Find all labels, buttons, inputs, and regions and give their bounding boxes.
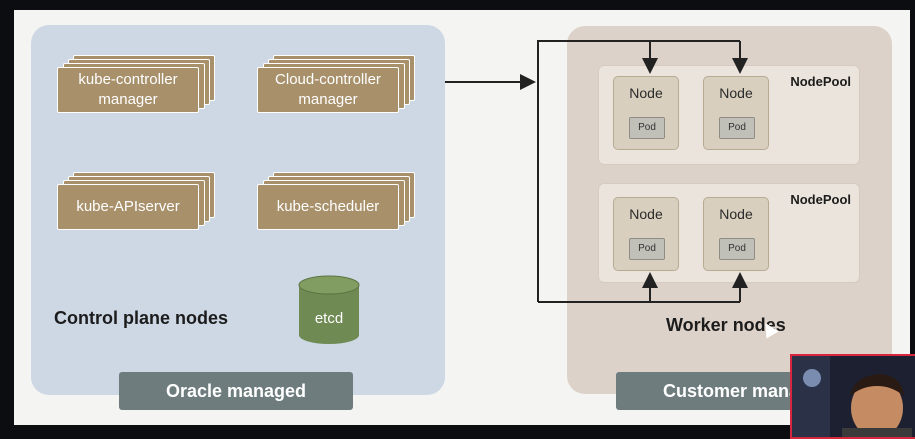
nodepool-1-label: NodePool: [790, 74, 851, 89]
etcd-cylinder: [298, 275, 360, 344]
pod-box: Pod: [629, 238, 665, 260]
kube-apiserver-label: kube-APIserver: [57, 184, 199, 230]
pod-box: Pod: [719, 117, 755, 139]
kube-apiserver-stack: kube-APIserver: [57, 172, 217, 232]
node-label: Node: [719, 85, 753, 101]
kube-scheduler-label: kube-scheduler: [257, 184, 399, 230]
connector-arrows: [445, 40, 748, 303]
nodepool-2-label: NodePool: [790, 192, 851, 207]
cloud-controller-manager-label: Cloud-controller manager: [257, 67, 399, 113]
node-label: Node: [719, 206, 753, 222]
node-2-1: Node Pod: [613, 197, 679, 271]
node-1-1: Node Pod: [613, 76, 679, 150]
nodepool-2: NodePool Node Pod Node Pod: [598, 183, 860, 283]
node-label: Node: [629, 206, 663, 222]
pod-box: Pod: [629, 117, 665, 139]
cloud-controller-manager-stack: Cloud-controller manager: [257, 55, 417, 115]
diagram-slide: kube-controller manager Cloud-controller…: [14, 10, 910, 425]
kube-controller-manager-label: kube-controller manager: [57, 67, 199, 113]
node-2-2: Node Pod: [703, 197, 769, 271]
webcam-overlay: [790, 354, 915, 439]
nodepool-1: NodePool Node Pod Node Pod: [598, 65, 860, 165]
control-plane-nodes-label: Control plane nodes: [54, 308, 229, 328]
worker-nodes-label: Worker nodes: [666, 315, 786, 335]
pod-box: Pod: [719, 238, 755, 260]
etcd-label: etcd: [314, 310, 344, 327]
kube-controller-manager-stack: kube-controller manager: [57, 55, 217, 115]
kube-scheduler-stack: kube-scheduler: [257, 172, 417, 232]
presenter-silhouette-icon: [792, 356, 915, 437]
node-1-2: Node Pod: [703, 76, 769, 150]
oracle-managed-band: Oracle managed: [119, 372, 353, 410]
top-loop-line: [537, 40, 740, 302]
node-label: Node: [629, 85, 663, 101]
